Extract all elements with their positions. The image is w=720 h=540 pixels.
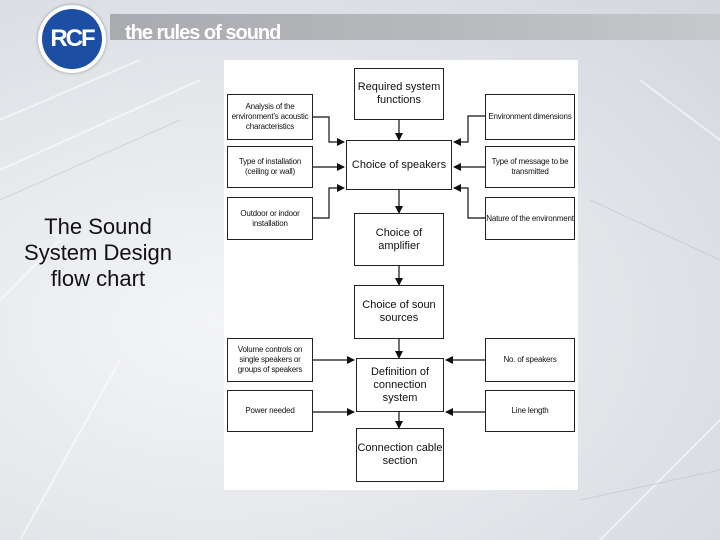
arrow-nature-to-speakers — [453, 184, 485, 219]
box-label: Type of installation (ceiling or wall) — [238, 157, 302, 176]
box-label: Volume controls on single speakers or gr… — [237, 345, 303, 374]
arrow-acoustic-to-speakers — [313, 116, 345, 146]
box-label: Choice of speakers — [351, 158, 447, 171]
box-environment-nature: Nature of the environment — [485, 197, 575, 240]
box-installation-type: Type of installation (ceiling or wall) — [227, 146, 313, 188]
box-label: Analysis of the environment's acoustic c… — [231, 102, 309, 131]
box-label: Choice of amplifier — [375, 226, 423, 252]
arrow-dimensions-to-speakers — [453, 115, 485, 146]
box-label: No. of speakers — [503, 355, 557, 364]
box-power-needed: Power needed — [227, 390, 313, 432]
logo-text: RCF — [50, 25, 95, 52]
header-bar — [110, 14, 720, 40]
box-label: Type of message to be transmitted — [491, 157, 569, 176]
box-acoustic-analysis: Analysis of the environment's acoustic c… — [227, 94, 313, 140]
box-message-type: Type of message to be transmitted — [485, 146, 575, 188]
box-label: Connection cable section — [357, 442, 443, 467]
flow-chart: Required system functions Choice of spea… — [224, 60, 578, 490]
box-volume-controls: Volume controls on single speakers or gr… — [227, 338, 313, 382]
box-label: Line length — [511, 406, 549, 415]
box-connection-cable-section: Connection cable section — [356, 428, 444, 482]
flow-connectors — [313, 115, 485, 429]
box-label: Required system functions — [357, 81, 441, 106]
logo-badge: RCF — [42, 9, 102, 69]
brand-tagline: the rules of sound — [125, 22, 281, 44]
box-label: Nature of the environment — [486, 213, 574, 223]
box-line-length: Line length — [485, 390, 575, 432]
box-required-functions: Required system functions — [354, 68, 444, 120]
box-label: Environment dimensions — [488, 112, 572, 121]
rcf-logo: RCF — [38, 5, 106, 73]
box-definition-of-connection: Definition of connection system — [356, 358, 444, 412]
box-label: Outdoor or indoor installation — [240, 208, 300, 228]
slide-title: The Sound System Design flow chart — [24, 214, 172, 291]
box-number-of-speakers: No. of speakers — [485, 338, 575, 382]
box-choice-of-amplifier: Choice of amplifier — [354, 213, 444, 266]
box-choice-of-speakers: Choice of speakers — [346, 140, 452, 190]
box-outdoor-indoor: Outdoor or indoor installation — [227, 197, 313, 240]
box-environment-dimensions: Environment dimensions — [485, 94, 575, 140]
arrow-outdoor-to-speakers — [313, 184, 345, 219]
box-label: Power needed — [245, 406, 295, 415]
box-choice-of-sources: Choice of soun sources — [354, 285, 444, 339]
box-label: Definition of connection system — [370, 365, 430, 404]
box-label: Choice of soun sources — [362, 299, 436, 324]
